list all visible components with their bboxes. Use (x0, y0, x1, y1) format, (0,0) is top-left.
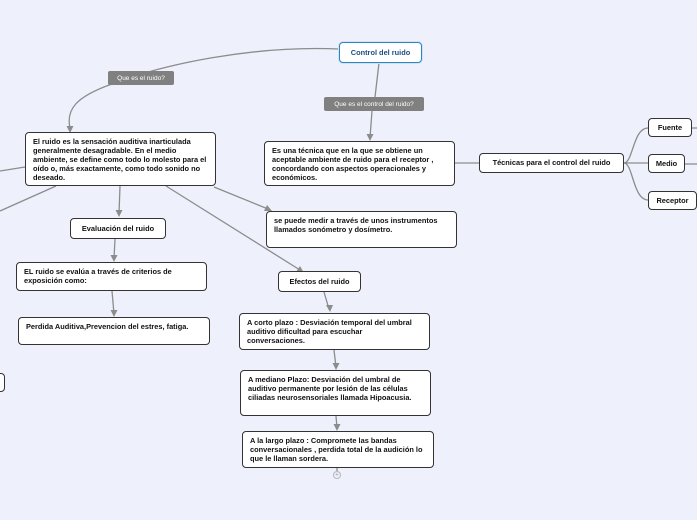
plus-circle-icon[interactable]: + (333, 471, 341, 479)
node-text: A mediano Plazo: Desviación del umbral d… (248, 375, 412, 403)
root-node-control-del-ruido[interactable]: Control del ruido (339, 42, 422, 63)
node-mediano-plazo[interactable]: A mediano Plazo: Desviación del umbral d… (240, 370, 431, 416)
arrowhead-perdida (110, 310, 118, 317)
node-text: Medio (655, 158, 678, 168)
node-corto-plazo[interactable]: A corto plazo : Desviación temporal del … (239, 313, 430, 350)
node-evalua-criterios[interactable]: EL ruido se evalúa a través de criterios… (16, 262, 207, 291)
connector-label-ruido-definicion (68, 83, 113, 129)
node-largo-plazo[interactable]: A la largo plazo : Compromete las bandas… (242, 431, 434, 468)
arrowhead-control-desc (366, 134, 374, 141)
node-medicion[interactable]: se puede medir a través de unos instrume… (266, 211, 457, 248)
relationship-label-que-es-ruido[interactable]: Que es el ruido? (108, 71, 174, 85)
connector-label-control-desc (369, 110, 373, 139)
node-perdida-auditiva[interactable]: Perdida Auditiva,Prevencion del estres, … (18, 317, 210, 345)
node-text: Efectos del ruido (289, 276, 350, 286)
node-text: se puede medir a través de unos instrume… (274, 216, 438, 235)
connector-definicion-efectos (165, 185, 301, 271)
connector-root-label-control (374, 62, 380, 98)
node-text: Evaluación del ruido (81, 223, 155, 233)
node-text: El ruido es la sensación auditiva inarti… (33, 137, 207, 183)
node-medio[interactable]: Medio (648, 154, 685, 173)
arrowhead-largo (333, 424, 341, 431)
connector-definicion-left-lower (0, 185, 57, 212)
node-text: EL ruido se evalúa a través de criterios… (24, 267, 172, 286)
connector-definicion-medicion (213, 186, 269, 210)
connector-definicion-left-upper (0, 166, 26, 172)
node-receptor[interactable]: Receptor (648, 191, 697, 210)
node-definicion-ruido[interactable]: El ruido es la sensación auditiva inarti… (25, 132, 216, 186)
node-text: Fuente (657, 122, 683, 132)
node-efectos-ruido[interactable]: Efectos del ruido (278, 271, 361, 292)
node-fuente[interactable]: Fuente (648, 118, 692, 137)
root-node-label: Control del ruido (350, 47, 411, 57)
node-tecnicas-control[interactable]: Técnicas para el control del ruido (479, 153, 624, 173)
arrowhead-definicion (66, 126, 74, 133)
relationship-label-text: Que es el control del ruido? (334, 100, 414, 108)
node-text: A corto plazo : Desviación temporal del … (247, 318, 412, 346)
connector-tecnicas-receptor (623, 162, 649, 201)
node-evaluacion-ruido[interactable]: Evaluación del ruido (70, 218, 166, 239)
arrowhead-corto (326, 305, 333, 312)
relationship-label-que-es-control[interactable]: Que es el control del ruido? (324, 97, 424, 111)
node-text: Perdida Auditiva,Prevencion del estres, … (26, 322, 189, 331)
relationship-label-text: Que es el ruido? (117, 74, 165, 82)
arrowhead-medicion (264, 205, 272, 211)
arrowhead-evaluacion (115, 210, 123, 217)
arrowhead-criterios (110, 255, 118, 262)
node-text: Es una técnica que en la que se obtiene … (272, 146, 434, 183)
node-control-descripcion[interactable]: Es una técnica que en la que se obtiene … (264, 141, 455, 186)
connector-definicion-evaluacion (118, 185, 121, 215)
arrowhead-mediano (332, 363, 340, 370)
node-text: Técnicas para el control del ruido (492, 158, 611, 168)
connector-tecnicas-fuente (623, 127, 649, 164)
node-offscreen-left[interactable] (0, 373, 5, 392)
node-text: A la largo plazo : Compromete las bandas… (250, 436, 423, 464)
node-text: Receptor (656, 195, 689, 205)
